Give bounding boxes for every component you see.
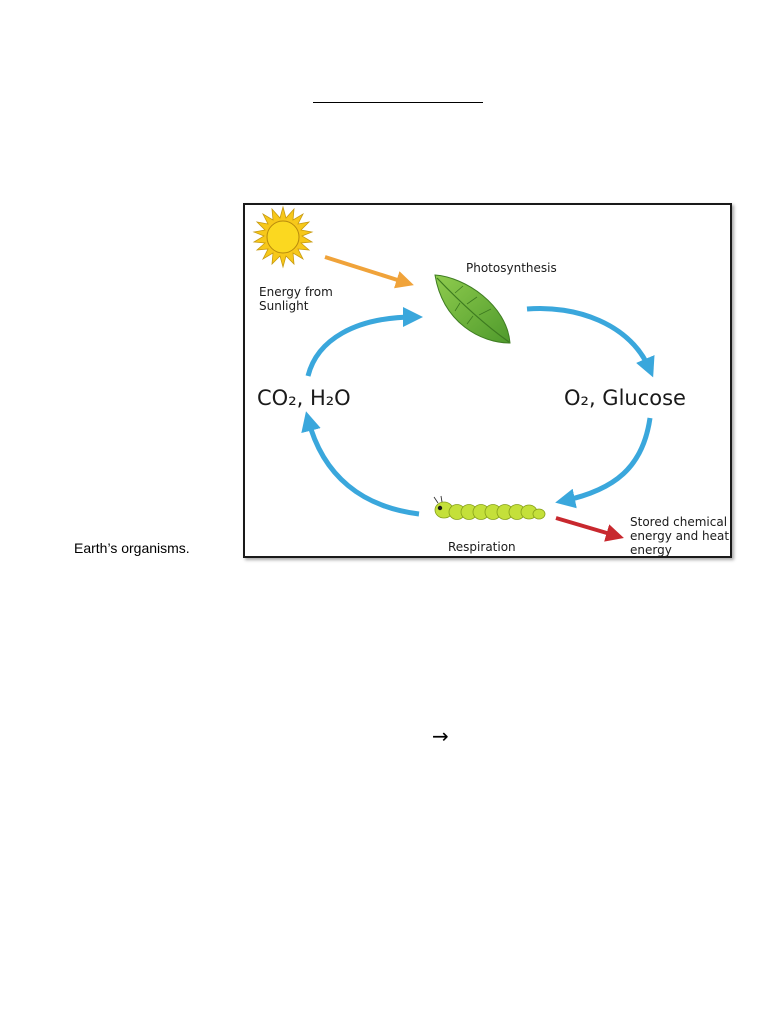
sun-icon bbox=[252, 205, 314, 269]
right-arrow-symbol: → bbox=[432, 724, 449, 748]
cycle-diagram: Photosynthesis Energy from Sunlight CO₂,… bbox=[243, 203, 732, 558]
reactants-label: CO₂, H₂O bbox=[257, 386, 351, 410]
arrow-respiration-to-reactants bbox=[301, 411, 420, 517]
stored-energy-label-line3: energy bbox=[630, 543, 672, 557]
arrow-products-to-respiration bbox=[555, 417, 653, 509]
caterpillar-icon bbox=[433, 495, 546, 520]
stored-energy-label: Stored chemical energy and heat energy bbox=[630, 515, 730, 557]
photosynthesis-label: Photosynthesis bbox=[466, 261, 557, 275]
stored-energy-label-line2: energy and heat bbox=[630, 529, 730, 543]
sunlight-energy-label-line1: Energy from bbox=[259, 285, 333, 299]
sunlight-arrow bbox=[324, 255, 414, 289]
arrow-reactants-to-photosynthesis bbox=[305, 307, 423, 377]
side-text: Earth’s organisms. bbox=[74, 540, 190, 556]
sunlight-energy-label: Energy from Sunlight bbox=[259, 285, 333, 313]
stored-energy-label-line1: Stored chemical bbox=[630, 515, 728, 529]
respiration-label: Respiration bbox=[448, 540, 516, 554]
arrow-photosynthesis-to-products bbox=[526, 305, 655, 378]
energy-output-arrow bbox=[555, 516, 624, 542]
sunlight-energy-label-line2: Sunlight bbox=[259, 299, 309, 313]
leaf-icon bbox=[434, 274, 511, 344]
title-blank-line bbox=[313, 102, 483, 103]
products-label: O₂, Glucose bbox=[564, 386, 686, 410]
cycle-diagram-graphic bbox=[252, 205, 655, 542]
